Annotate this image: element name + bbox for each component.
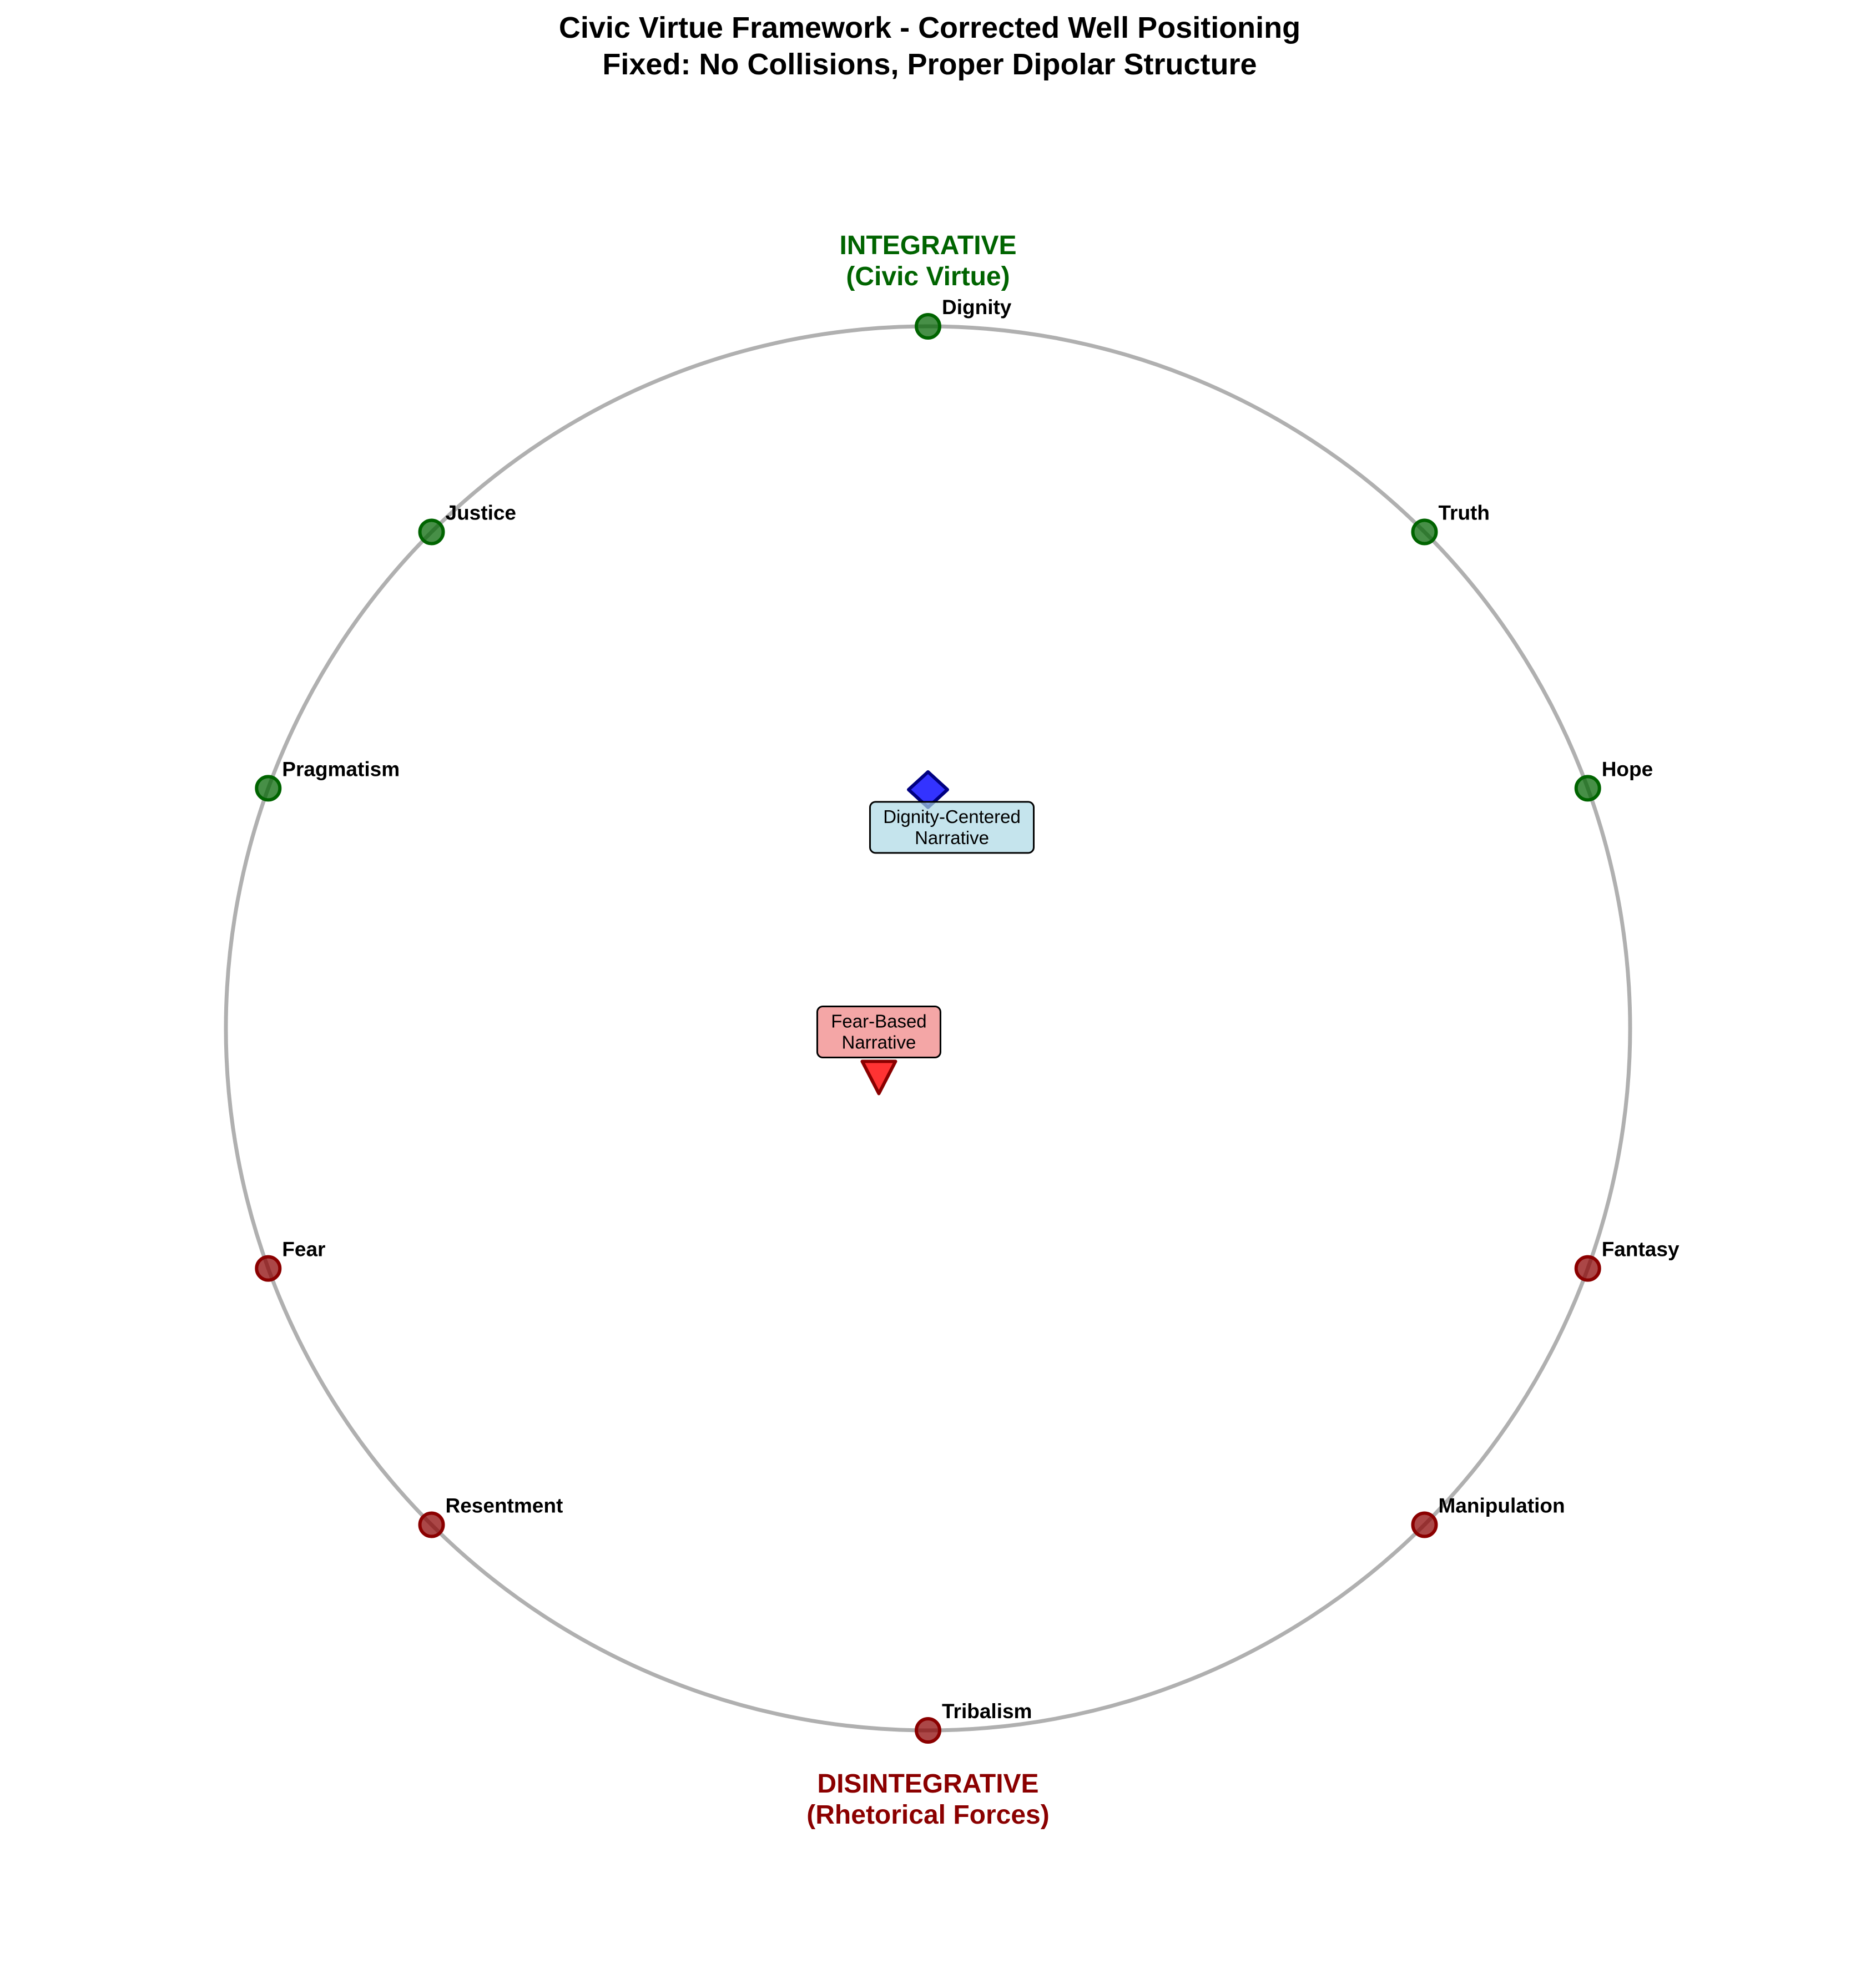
well-label-fear: Fear (282, 1238, 325, 1261)
well-label-tribalism: Tribalism (942, 1700, 1032, 1723)
disintegrative-pole-title: DISINTEGRATIVE (817, 1769, 1038, 1799)
well-point-tribalism (915, 1717, 941, 1744)
well-point-fantasy (1574, 1255, 1601, 1282)
narratives-layer: Dignity-CenteredNarrativeFear-BasedNarra… (816, 770, 1035, 1096)
well-point-fear (255, 1255, 282, 1282)
narrative-label-line2-dignity-centered: Narrative (915, 827, 989, 848)
narrative-label-line2-fear-based: Narrative (842, 1032, 916, 1053)
well-point-pragmatism (255, 775, 282, 802)
integrative-pole-title: INTEGRATIVE (839, 231, 1016, 260)
well-point-resentment (418, 1511, 445, 1538)
well-point-truth (1411, 518, 1438, 546)
narrative-label-line1-dignity-centered: Dignity-Centered (883, 806, 1021, 827)
well-label-justice: Justice (446, 502, 517, 524)
well-point-hope (1574, 775, 1601, 802)
disintegrative-pole-subtitle: (Rhetorical Forces) (806, 1800, 1049, 1830)
well-label-pragmatism: Pragmatism (282, 758, 400, 780)
well-label-dignity: Dignity (942, 296, 1012, 319)
well-label-fantasy: Fantasy (1602, 1238, 1680, 1261)
integrative-pole-label: INTEGRATIVE (Civic Virtue) (839, 231, 1016, 291)
chart-title: Civic Virtue Framework - Corrected Well … (559, 11, 1300, 44)
well-label-resentment: Resentment (446, 1494, 563, 1517)
well-label-truth: Truth (1438, 502, 1489, 524)
narrative-label-line1-fear-based: Fear-Based (831, 1011, 926, 1032)
disintegrative-pole-label: DISINTEGRATIVE (Rhetorical Forces) (806, 1769, 1049, 1830)
integrative-pole-subtitle: (Civic Virtue) (846, 262, 1010, 291)
well-point-justice (418, 518, 445, 546)
chart-subtitle: Fixed: No Collisions, Proper Dipolar Str… (602, 48, 1257, 81)
well-point-manipulation (1411, 1511, 1438, 1538)
well-label-hope: Hope (1602, 758, 1653, 780)
narrative-marker-fear-based (860, 1059, 897, 1096)
well-point-dignity (915, 313, 941, 340)
narrative-label-box-dignity-centered (869, 801, 1035, 854)
well-label-manipulation: Manipulation (1438, 1494, 1565, 1517)
narrative-label-box-fear-based (816, 1006, 941, 1059)
